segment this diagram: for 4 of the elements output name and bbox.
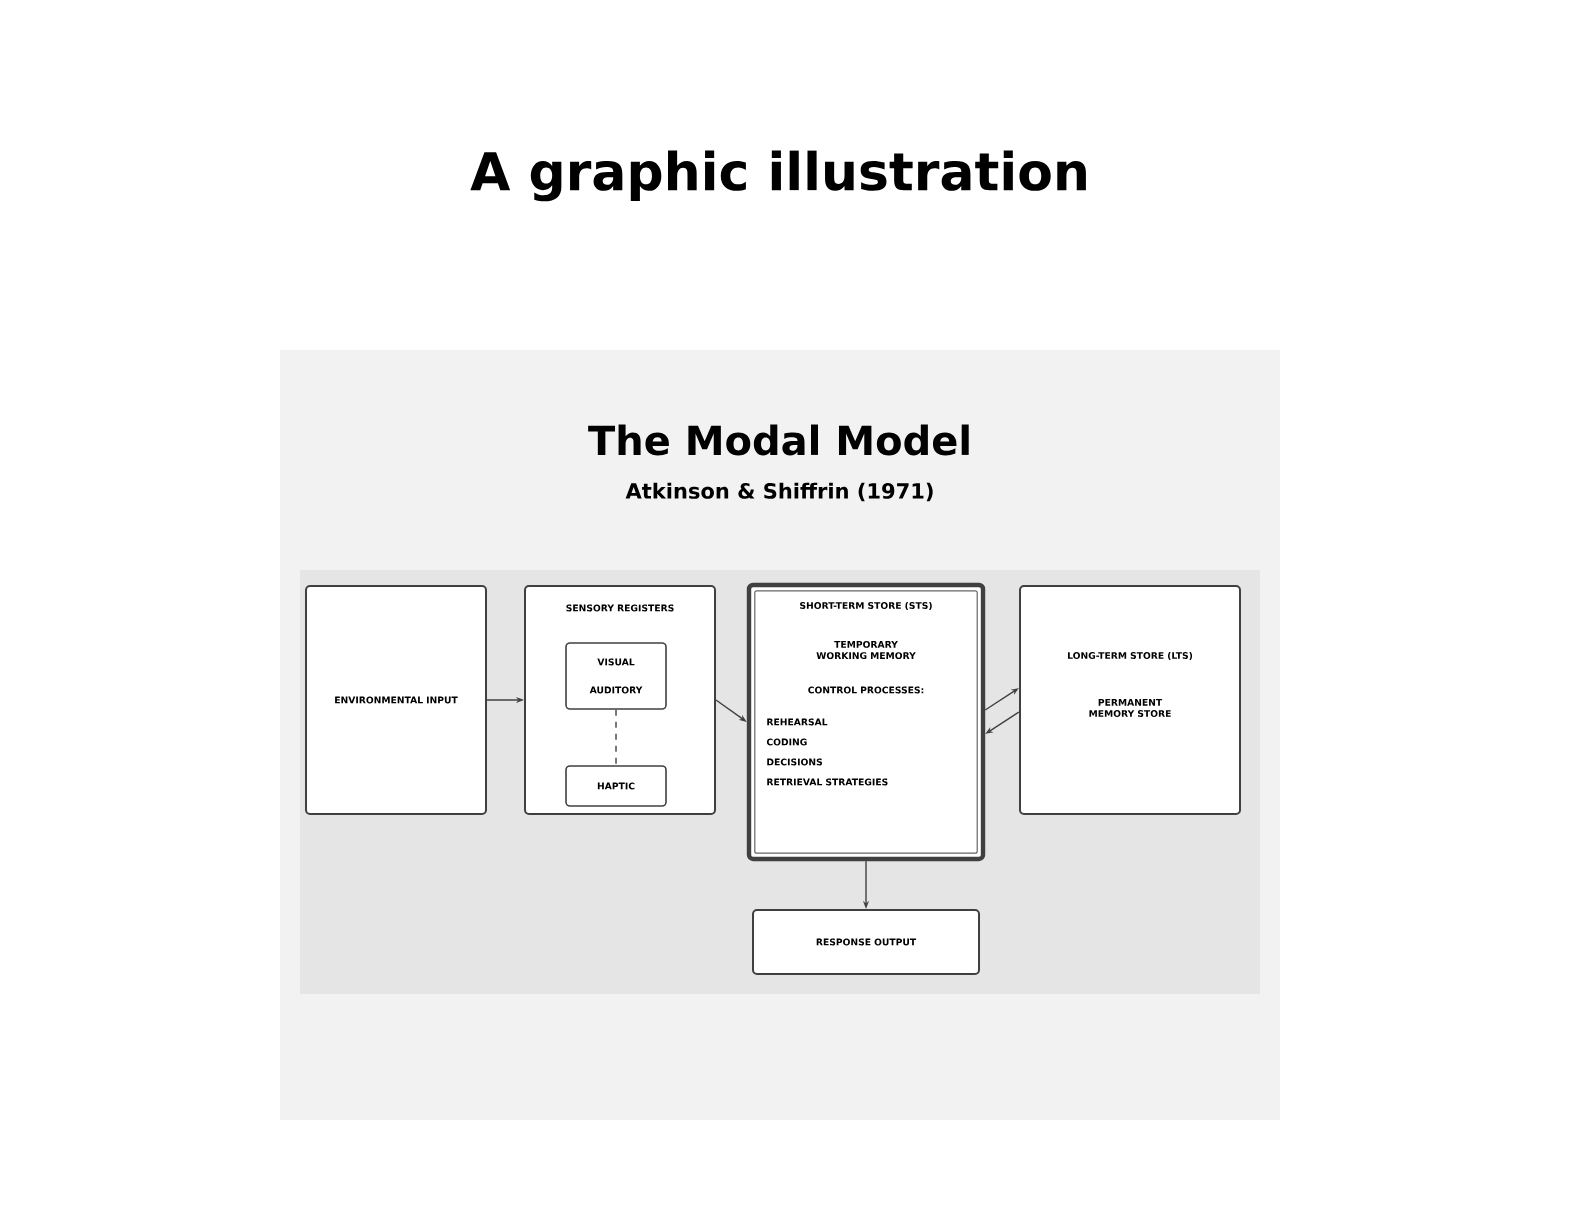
author-label: Atkinson & Shiffrin (1971) xyxy=(625,482,933,502)
arrow xyxy=(984,688,1019,711)
slide-title: A graphic illustration xyxy=(470,150,1086,202)
heading-label: The Modal Model xyxy=(588,424,969,456)
